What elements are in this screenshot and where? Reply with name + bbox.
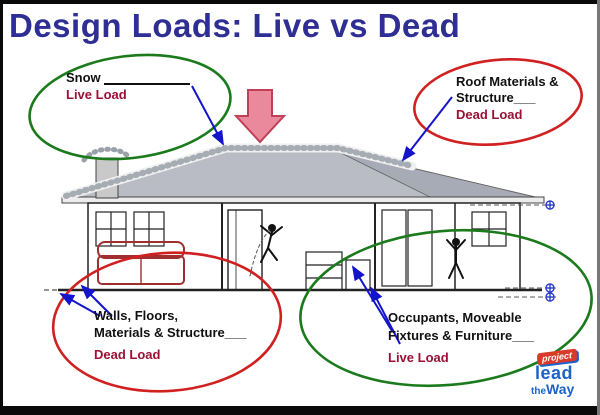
bottom-border: [0, 406, 600, 415]
roof-ellipse-red: [413, 58, 583, 146]
roof-label-line1: Roof Materials &: [456, 74, 559, 89]
datum-symbols: [545, 200, 555, 302]
roof-label-line2: Structure___: [456, 90, 536, 105]
occupants-label-line2: Fixtures & Furniture___: [388, 328, 534, 343]
sliding-doors: [381, 209, 507, 287]
walls-ellipse-red: [51, 251, 283, 393]
top-border: [0, 0, 600, 4]
occupants-pointer-arrow-2: [370, 286, 401, 345]
stick-figure-center: [249, 224, 283, 277]
walls-pointer-arrow-2: [80, 284, 113, 317]
walls-load-label: Dead Load: [94, 347, 161, 362]
walls-and-interior: [87, 202, 521, 291]
walls-label-line1: Walls, Floors,: [94, 308, 179, 323]
walls-label-line2: Materials & Structure___: [94, 325, 247, 340]
page-title: Design Loads: Live vs Dead: [9, 7, 461, 44]
pointer-arrows: [59, 85, 453, 345]
right-border: [597, 0, 600, 415]
snow-label: Snow: [66, 70, 101, 85]
logo-way: Way: [546, 381, 575, 397]
down-arrow-icon: [233, 89, 287, 144]
stick-figure-right: [446, 238, 466, 279]
snow-pointer-arrow: [191, 85, 224, 146]
logo-lead-text: lead: [535, 363, 574, 383]
snow-ellipse-green: [28, 53, 232, 161]
left-border: [0, 0, 3, 415]
pltw-logo: project lead theWay: [529, 347, 595, 405]
left-windows: [95, 211, 165, 247]
roof-load-label: Dead Load: [456, 107, 523, 122]
roof-pointer-arrow: [401, 96, 453, 162]
walls-pointer-arrow-1: [59, 293, 101, 317]
occupants-load-label: Live Load: [388, 350, 449, 365]
snow-load-label: Live Load: [66, 87, 127, 102]
occupants-ellipse-green: [299, 228, 593, 388]
occupants-label-line1: Occupants, Moveable: [388, 310, 522, 325]
logo-theway-text: theWay: [531, 382, 595, 399]
logo-the: the: [531, 386, 546, 397]
